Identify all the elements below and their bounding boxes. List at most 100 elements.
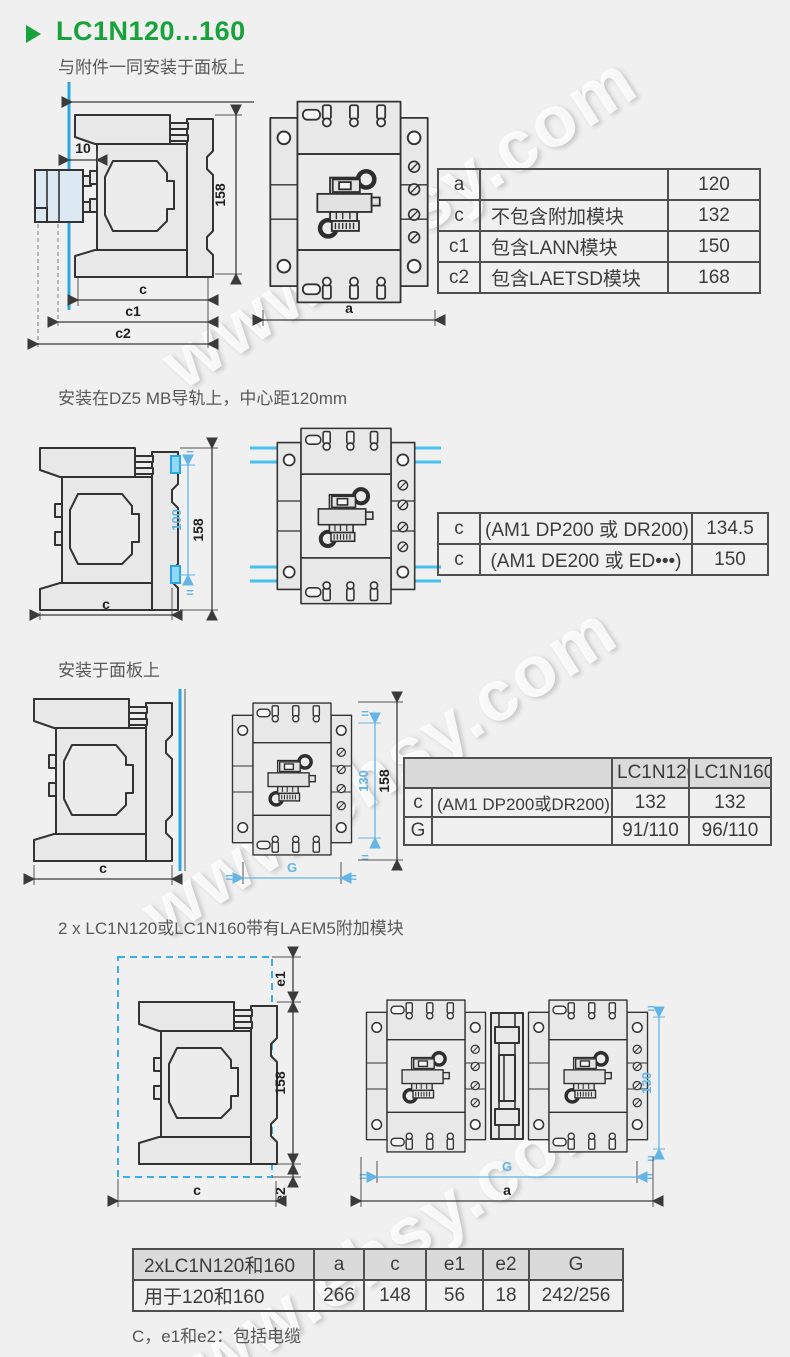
- dim-label-158: 158: [212, 183, 228, 207]
- value-cell: 56: [425, 1279, 484, 1312]
- dim-label-158: 158: [376, 769, 392, 793]
- section1-side-view-drawing: 10 158 c c1 c2: [27, 82, 254, 350]
- desc-cell: 包含LAETSD模块: [479, 261, 669, 294]
- value-cell: 266: [313, 1279, 365, 1312]
- equal-mark: =: [361, 850, 369, 865]
- dim-label-c: c: [102, 596, 110, 612]
- value-cell: 132: [688, 787, 772, 818]
- value-cell: 150: [691, 543, 769, 576]
- equal-mark: =: [647, 1151, 655, 1166]
- dim-label-a: a: [345, 300, 353, 316]
- double-contactor-table: 2xLC1N120和160 a c e1 e2 G 用于120和160 266 …: [132, 1248, 624, 1312]
- dim-label-c: c: [99, 860, 107, 876]
- value-cell: 150: [667, 230, 761, 263]
- page-title: LC1N120...160: [56, 16, 246, 46]
- desc-cell: [479, 168, 669, 201]
- header-cell: a: [313, 1248, 365, 1281]
- contactor-side-body: [74, 114, 214, 278]
- dim-label-G: G: [502, 1159, 512, 1174]
- value-cell: 132: [667, 199, 761, 232]
- section2-side-view-drawing: = = 100 158 c: [29, 437, 218, 621]
- din-rail-dimensions-table: c (AM1 DP200 或 DR200) 134.5 c (AM1 DE200…: [437, 512, 769, 576]
- table-row: c1 包含LANN模块 150: [437, 230, 761, 263]
- dim-label-G: G: [287, 860, 297, 875]
- desc-cell: 用于120和160: [132, 1279, 315, 1312]
- table-row: c (AM1 DP200 或 DR200) 134.5: [437, 512, 769, 545]
- value-cell: 120: [667, 168, 761, 201]
- value-cell: 134.5: [691, 512, 769, 545]
- section1-subtitle: 与附件一同安装于面板上: [58, 58, 245, 77]
- dim-key-cell: c: [437, 543, 481, 576]
- desc-cell: (AM1 DE200 或 ED•••): [479, 543, 693, 576]
- dim-label-130: 130: [639, 1072, 654, 1094]
- contactor-front-body: [364, 998, 488, 1154]
- table-row: c (AM1 DP200或DR200) 132 132: [403, 787, 772, 818]
- equal-mark: =: [349, 870, 357, 885]
- desc-cell: 不包含附加模块: [479, 199, 669, 232]
- dim-label-c1: c1: [125, 303, 141, 319]
- value-cell: 132: [611, 787, 690, 818]
- table-row: c 不包含附加模块 132: [437, 199, 761, 232]
- value-cell: 91/110: [611, 816, 690, 846]
- value-cell: 168: [667, 261, 761, 294]
- dim-key-cell: c1: [437, 230, 481, 263]
- value-cell: 18: [482, 1279, 530, 1312]
- dim-key-cell: c: [403, 787, 433, 818]
- section4-heading: 2 x LC1N120或LC1N160带有LAEM5附加模块: [58, 919, 404, 938]
- laem5-link-module: [490, 1012, 524, 1140]
- table-header-row: 2xLC1N120和160 a c e1 e2 G: [132, 1248, 624, 1281]
- dim-label-c: c: [139, 281, 147, 297]
- dim-key-cell: c: [437, 512, 481, 545]
- contactor-front-body: [275, 426, 417, 606]
- dim-label-e1: e1: [272, 971, 288, 987]
- section3-heading: 安装于面板上: [58, 661, 160, 680]
- contactor-side-body: [33, 698, 173, 862]
- section-arrow-icon: [26, 25, 41, 43]
- dim-label-a: a: [503, 1182, 511, 1198]
- dim-key-cell: G: [403, 816, 433, 846]
- table-row: a 120: [437, 168, 761, 201]
- contactor-front-body: [270, 102, 427, 303]
- contactor-side-body: [138, 1001, 278, 1165]
- equal-mark: =: [186, 585, 194, 600]
- section1-front-view-drawing: a: [252, 96, 446, 326]
- contactor-side-body: [39, 447, 179, 611]
- dim-label-c: c: [193, 1182, 201, 1198]
- column-header-lc1n120: LC1N120: [611, 757, 690, 789]
- dim-label-100: 100: [169, 509, 184, 531]
- contactor-front-body: [526, 998, 650, 1154]
- desc-cell: (AM1 DP200 或 DR200): [479, 512, 693, 545]
- header-cell: G: [528, 1248, 624, 1281]
- dim-label-130: 130: [356, 770, 371, 792]
- panel-mount-dimensions-table: a 120 c 不包含附加模块 132 c1 包含LANN模块 150 c2 包…: [437, 168, 761, 294]
- dim-label-c2: c2: [115, 325, 131, 341]
- equal-mark: =: [186, 446, 194, 461]
- value-cell: 96/110: [688, 816, 772, 846]
- desc-cell: [431, 816, 613, 846]
- section2-front-view-drawing: [250, 426, 441, 606]
- header-cell: e1: [425, 1248, 484, 1281]
- footnote: C，e1和e2：包括电缆: [132, 1327, 302, 1346]
- section3-side-view-drawing: c: [23, 689, 186, 885]
- equal-mark: =: [359, 1169, 367, 1184]
- rail-clip: [170, 455, 181, 474]
- dim-key-cell: c: [437, 199, 481, 232]
- header-cell: e2: [482, 1248, 530, 1281]
- table-row: 用于120和160 266 148 56 18 242/256: [132, 1279, 624, 1312]
- dim-label-158: 158: [272, 1071, 288, 1095]
- value-cell: 242/256: [528, 1279, 624, 1312]
- equal-mark: =: [645, 1169, 653, 1184]
- table-header-row: LC1N120 LC1N160: [403, 757, 772, 789]
- table-row: c (AM1 DE200 或 ED•••) 150: [437, 543, 769, 576]
- desc-cell: (AM1 DP200或DR200): [431, 787, 613, 818]
- equal-mark: =: [361, 706, 369, 721]
- panel-mount-size-table: LC1N120 LC1N160 c (AM1 DP200或DR200) 132 …: [403, 757, 772, 846]
- dim-key-cell: a: [437, 168, 481, 201]
- section3-front-view-drawing: = = 130 158 G = =: [225, 691, 403, 885]
- section2-heading: 安装在DZ5 MB导轨上，中心距120mm: [58, 389, 348, 408]
- dim-label-158: 158: [190, 518, 206, 542]
- dim-key-cell: c2: [437, 261, 481, 294]
- column-header-lc1n160: LC1N160: [688, 757, 772, 789]
- equal-mark: =: [647, 1001, 655, 1016]
